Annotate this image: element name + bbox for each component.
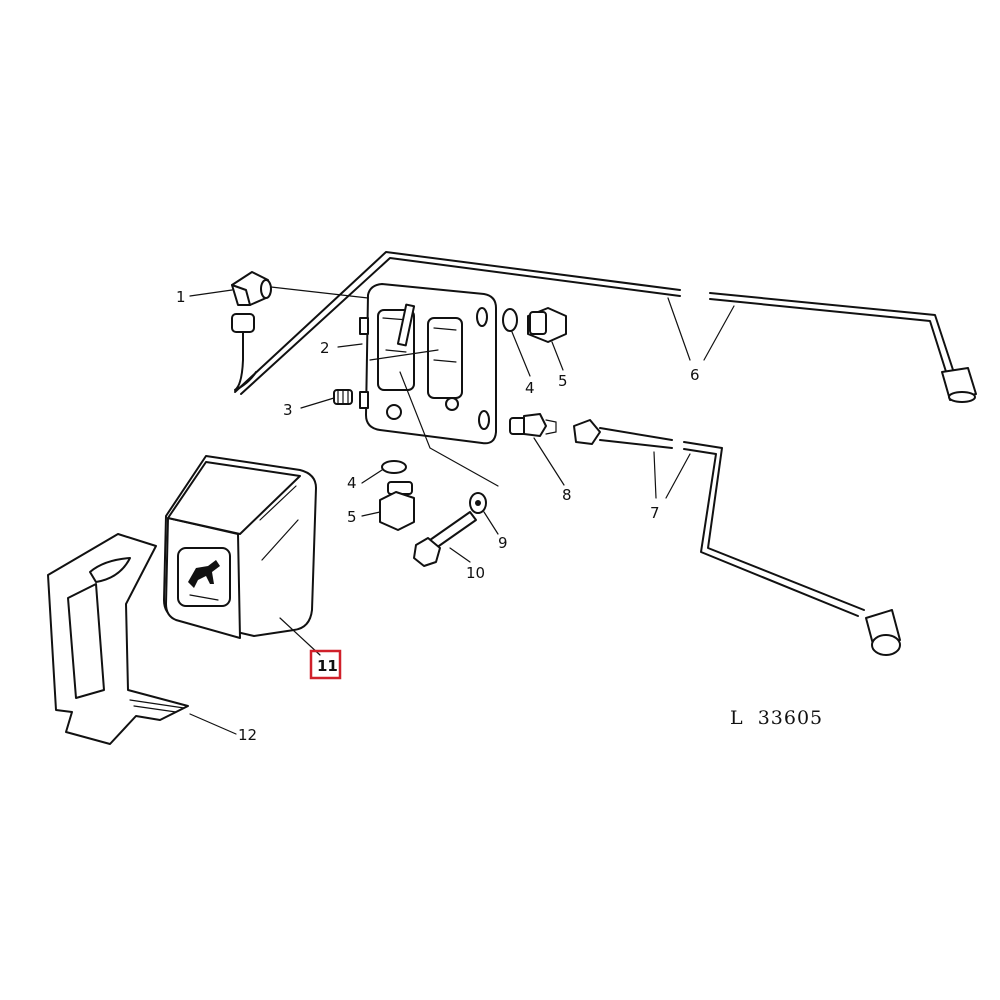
callout-4-upper[interactable]: 4: [525, 379, 535, 397]
callout-11[interactable]: 11: [317, 657, 338, 675]
stud-part-3: [333, 389, 353, 405]
callout-8[interactable]: 8: [562, 486, 572, 504]
callout-12[interactable]: 12: [238, 726, 257, 744]
plug-part-5-upper: [527, 307, 567, 343]
callout-10[interactable]: 10: [466, 564, 485, 582]
callout-2[interactable]: 2: [320, 339, 330, 357]
washer-part-4-lower: [381, 460, 407, 474]
elbow-fitting-part-1: [231, 271, 272, 391]
callout-5-lower[interactable]: 5: [347, 508, 357, 526]
connector-part-8: [509, 413, 557, 437]
callout-1[interactable]: 1: [176, 288, 186, 306]
bolt-part-10: [413, 511, 477, 567]
leader-lines: [189, 286, 735, 735]
lower-fuel-line-part-7: [573, 419, 901, 656]
callout-9[interactable]: 9: [498, 534, 508, 552]
filter-cover-part-11: [163, 455, 317, 639]
washer-part-4-upper: [502, 308, 518, 332]
reference-code: L 33605: [730, 707, 823, 729]
callout-4-lower[interactable]: 4: [347, 474, 357, 492]
manifold-block-part-2: [359, 283, 497, 445]
upper-fuel-line-part-6: [234, 251, 977, 403]
washer-part-9: [469, 492, 487, 514]
callout-7[interactable]: 7: [650, 504, 660, 522]
callout-3[interactable]: 3: [283, 401, 293, 419]
callout-5-upper[interactable]: 5: [558, 372, 568, 390]
plug-part-5-lower: [379, 481, 415, 531]
bracket-part-12: [47, 533, 189, 745]
callout-6[interactable]: 6: [690, 366, 700, 384]
callout-11-highlight-box: [309, 649, 342, 680]
